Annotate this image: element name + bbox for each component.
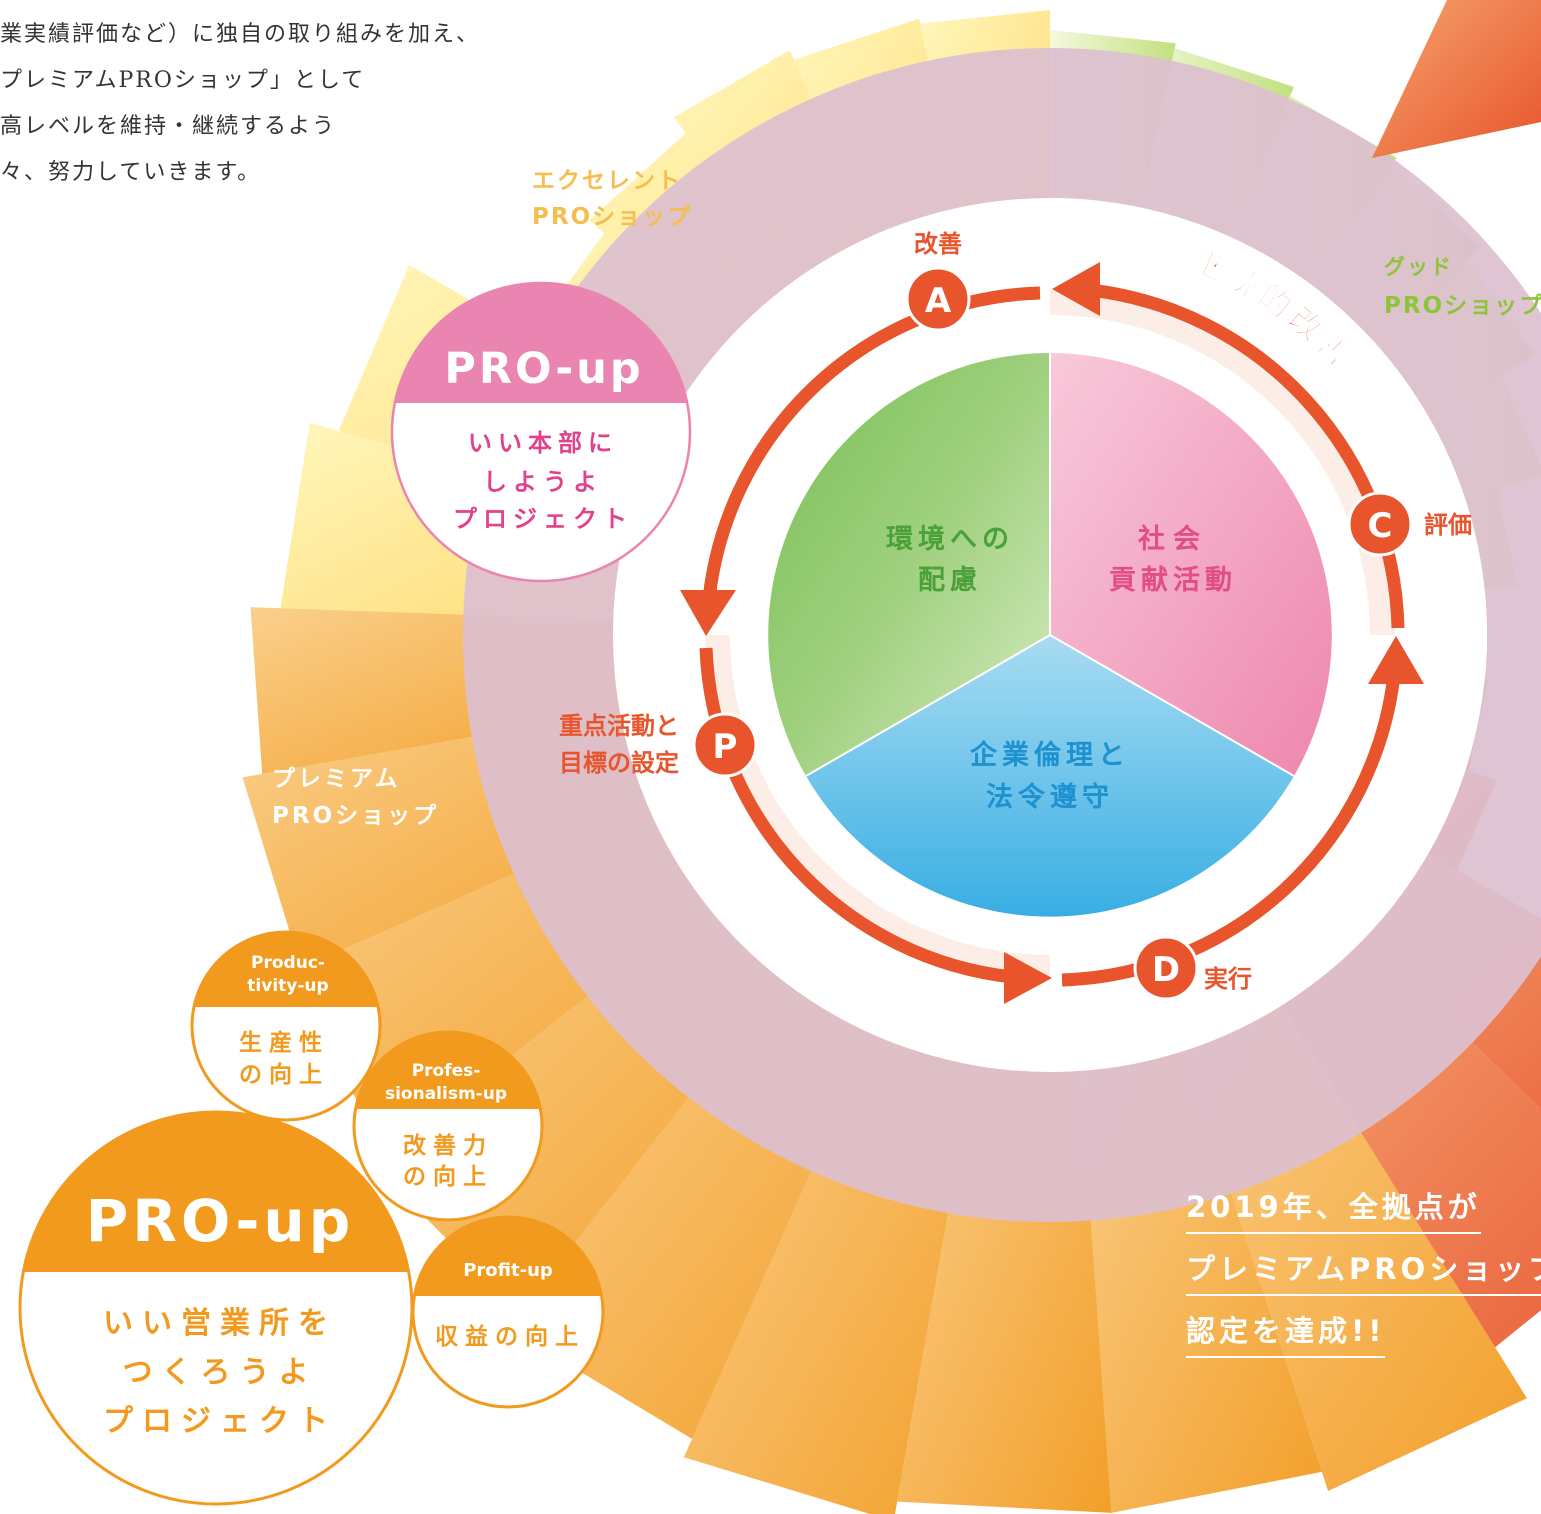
level-excellent-2: PROショップ xyxy=(532,204,692,230)
achievement-line: 2019年、全拠点が xyxy=(1186,1180,1481,1234)
office-pro-up-title: PRO-up xyxy=(86,1187,354,1255)
achievement-text: 2019年、全拠点が プレミアムPROショップ 認定を達成!! xyxy=(1186,1180,1541,1366)
mauve-ring xyxy=(463,48,1541,1222)
arrow-head-top xyxy=(1052,262,1100,316)
step-label-act: 改善 xyxy=(914,230,962,258)
achievement-line: 認定を達成!! xyxy=(1186,1304,1386,1358)
intro-line: プレミアムPROショップ」として xyxy=(0,68,366,93)
pie-label-ethics-2: 法令遵守 xyxy=(986,781,1114,813)
office-line-3: プロジェクト xyxy=(103,1404,337,1439)
step-label-plan-2: 目標の設定 xyxy=(559,749,679,777)
hq-pro-up-title: PRO-up xyxy=(444,344,643,394)
subgoal-productivity-en-1: Produc- xyxy=(251,953,325,973)
step-letter-do: D xyxy=(1152,950,1180,990)
arrow-do-to-check xyxy=(1061,674,1401,987)
pie-label-social-2: 貢献活動 xyxy=(1109,565,1237,596)
step-letter-plan: P xyxy=(713,727,738,767)
top-right-ray xyxy=(1372,0,1541,158)
step-badge-do: D xyxy=(1133,935,1199,1001)
office-line-1: いい営業所を xyxy=(103,1306,337,1341)
step-label-check: 評価 xyxy=(1424,511,1472,539)
arrow-heads xyxy=(680,262,1424,1004)
level-premium-2: PROショップ xyxy=(272,803,439,829)
arrow-check-to-act xyxy=(1089,283,1405,629)
level-excellent-1: エクセレント xyxy=(532,168,682,194)
intro-text: 業実績評価など）に独自の取り組みを加え、 プレミアムPROショップ」として 高レ… xyxy=(0,12,480,196)
subgoal-professionalism-jp-2: の向上 xyxy=(403,1163,493,1190)
step-badge-plan: P xyxy=(692,712,758,778)
subgoal-professionalism-en-1: Profes- xyxy=(412,1061,481,1081)
pie-slice-environment xyxy=(768,353,1050,776)
step-label-do: 実行 xyxy=(1204,965,1252,993)
pie-label-social-1: 社会 xyxy=(1138,523,1208,555)
subgoal-productivity-jp-1: 生産性 xyxy=(239,1029,329,1056)
intro-line: 高レベルを維持・継続するよう xyxy=(0,114,337,139)
office-line-2: つくろうよ xyxy=(123,1355,318,1390)
step-badge-act: A xyxy=(905,266,971,332)
level-good-1: グッド xyxy=(1384,255,1453,279)
step-badge-check: C xyxy=(1347,491,1413,557)
subgoal-professionalism xyxy=(352,1030,544,1222)
step-label-plan-1: 重点活動と xyxy=(559,712,679,740)
level-premium-1: プレミアム xyxy=(272,766,400,792)
subgoal-professionalism-jp-1: 改善力 xyxy=(403,1132,493,1159)
intro-line: 々、努力していきます。 xyxy=(0,160,262,185)
pie-slice-ethics xyxy=(806,635,1294,917)
center-pie xyxy=(768,353,1332,917)
pie-divider xyxy=(805,634,1051,777)
subgoal-productivity-en-2: tivity-up xyxy=(247,976,328,996)
pie-label-environment-2: 配慮 xyxy=(918,565,982,596)
subgoal-productivity-jp-2: の向上 xyxy=(239,1061,329,1088)
subgoal-professionalism-en-2: sionalism-up xyxy=(385,1084,507,1104)
pie-divider xyxy=(1049,634,1295,777)
hq-line-3: プロジェクト xyxy=(453,505,633,533)
achievement-line: プレミアムPROショップ xyxy=(1186,1242,1541,1296)
subgoal-profit-en: Profit-up xyxy=(463,1260,553,1281)
subgoal-profit-jp: 収益の向上 xyxy=(435,1323,585,1350)
arrow-head-right xyxy=(1368,636,1424,684)
pie-label-ethics-1: 企業倫理と xyxy=(970,739,1130,771)
hq-line-2: しようよ xyxy=(483,468,603,496)
pie-slice-social xyxy=(1050,353,1332,776)
hq-pro-up-circle xyxy=(390,281,692,583)
step-letter-check: C xyxy=(1368,506,1393,546)
intro-line: 業実績評価など）に独自の取り組みを加え、 xyxy=(0,22,481,47)
hq-line-1: いい本部に xyxy=(468,429,618,457)
arrow-head-bottom xyxy=(1004,952,1052,1004)
arrow-head-left xyxy=(680,590,736,636)
level-good-2: PROショップ xyxy=(1384,293,1541,319)
pie-label-environment-1: 環境への xyxy=(886,524,1014,555)
step-letter-act: A xyxy=(925,281,952,321)
